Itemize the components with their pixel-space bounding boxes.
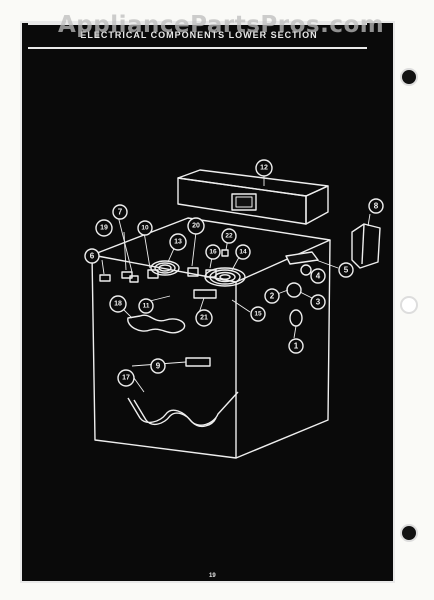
callout-label-16: 16	[209, 249, 217, 256]
callout-14	[235, 244, 251, 260]
callout-label-5: 5	[344, 266, 349, 275]
callout-label-1: 1	[294, 342, 299, 351]
callout-2	[264, 288, 280, 304]
callout-3	[310, 294, 326, 310]
callout-17	[117, 369, 135, 387]
cabinet-side-edge	[235, 239, 331, 459]
part-22-clip	[221, 249, 229, 257]
callout-4	[310, 268, 326, 284]
callout-label-8: 8	[374, 202, 379, 211]
cabinet-front-edge	[91, 254, 237, 459]
callout-15	[250, 306, 266, 322]
callout-6	[84, 248, 100, 264]
callout-13	[169, 233, 187, 251]
callout-label-9: 9	[156, 362, 161, 371]
callout-label-2: 2	[270, 292, 275, 301]
callout-label-11: 11	[143, 303, 150, 310]
callout-label-20: 20	[192, 223, 200, 230]
callout-11	[138, 298, 154, 314]
page-number: 19	[209, 573, 216, 579]
callout-5	[338, 262, 354, 278]
callout-label-4: 4	[316, 272, 321, 281]
callout-label-14: 14	[239, 249, 247, 256]
binder-hole-top	[400, 68, 418, 86]
callout-1	[288, 338, 304, 354]
callout-circles	[84, 159, 384, 387]
diagram-title: ELECTRICAL COMPONENTS LOWER SECTION	[80, 30, 318, 40]
part-19-switch	[121, 271, 133, 279]
oven-sensor-9	[185, 357, 211, 367]
callout-8	[368, 198, 384, 214]
callout-label-3: 3	[316, 298, 321, 307]
callout-10	[137, 220, 153, 236]
callout-21	[195, 309, 213, 327]
callout-label-21: 21	[200, 315, 208, 322]
binder-hole-bottom	[400, 524, 418, 542]
callout-label-18: 18	[114, 301, 122, 308]
binder-hole-middle	[400, 296, 418, 314]
callout-label-15: 15	[254, 311, 262, 318]
callout-label-10: 10	[141, 225, 149, 232]
control-panel-top	[177, 169, 329, 197]
part-7-switch	[129, 275, 139, 283]
surface-element-13	[150, 260, 180, 276]
callout-7	[112, 204, 128, 220]
callout-label-6: 6	[90, 252, 95, 261]
callout-9	[150, 358, 166, 374]
broil-element-18	[127, 314, 186, 334]
callout-label-19: 19	[100, 225, 108, 232]
part-5-element	[285, 251, 319, 265]
part-4-terminal	[300, 264, 312, 276]
callout-label-7: 7	[118, 208, 123, 217]
callout-label-13: 13	[174, 239, 182, 246]
timer-clock	[231, 193, 257, 211]
header-frame	[28, 23, 367, 49]
parts-diagram-sheet	[20, 21, 395, 583]
callout-label-17: 17	[122, 375, 130, 382]
part-1-gasket	[289, 309, 303, 327]
part-2-knob	[286, 282, 302, 298]
callout-label-12: 12	[260, 165, 268, 172]
part-20-switch	[187, 267, 199, 277]
callout-label-22: 22	[225, 233, 233, 240]
callout-16	[205, 244, 221, 260]
callout-20	[187, 217, 205, 235]
callout-12	[255, 159, 273, 177]
watermark: AppliancePartsPros.com	[58, 12, 385, 38]
control-panel-side	[305, 185, 329, 225]
surface-element-14	[204, 267, 246, 287]
part-21-block	[193, 289, 217, 299]
callout-22	[221, 228, 237, 244]
bake-element-17	[127, 391, 239, 426]
part-8-box	[351, 223, 381, 269]
part-6-switch	[99, 274, 111, 282]
callout-18	[109, 295, 127, 313]
callout-19	[95, 219, 113, 237]
